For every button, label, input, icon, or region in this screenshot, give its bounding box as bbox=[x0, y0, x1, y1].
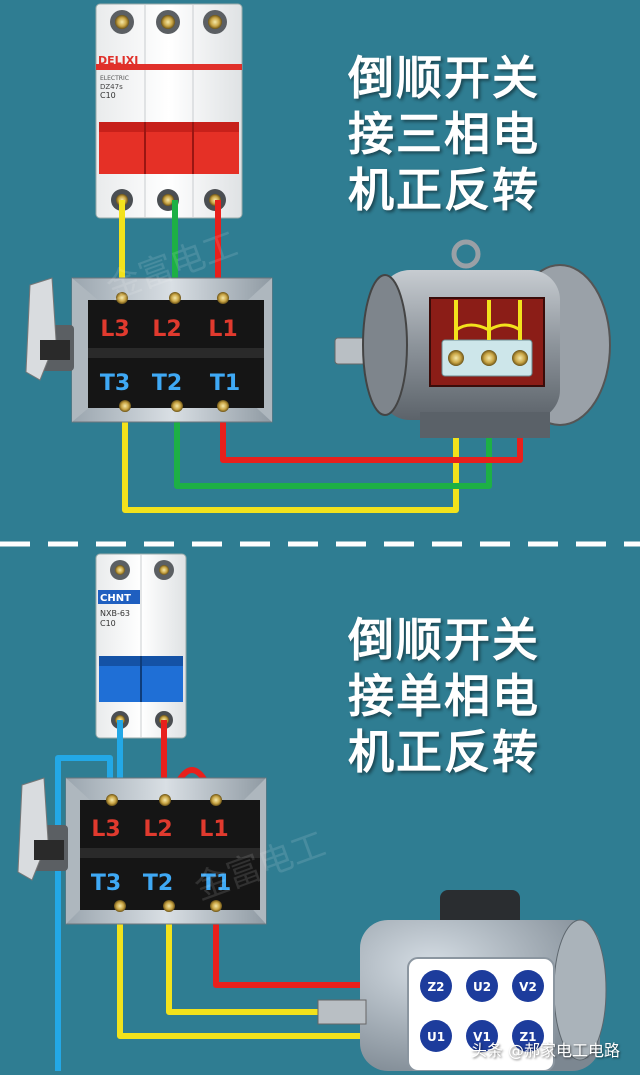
top-terminal-l2: L2 bbox=[152, 317, 181, 342]
bottom-terminal-l1: L1 bbox=[199, 817, 228, 842]
bottom-title-line-3: 机正反转 bbox=[348, 725, 540, 779]
motor-terminal-v2: V2 bbox=[519, 980, 537, 994]
top-section: DELIXI ELECTRIC DZ47s C10 bbox=[25, 3, 611, 513]
footer-credit: 头条 @郝家电工电路 bbox=[470, 1041, 620, 1060]
motor-terminal-z1: Z1 bbox=[519, 1030, 536, 1044]
top-breaker-brand: DELIXI bbox=[98, 54, 138, 67]
top-title-line-2: 接三相电 bbox=[348, 107, 540, 161]
top-title-line-1: 倒顺开关 bbox=[348, 51, 540, 105]
bottom-title: 倒顺开关 接单相电 机正反转 bbox=[348, 612, 540, 780]
top-title-line-3: 机正反转 bbox=[348, 163, 540, 217]
top-breaker-model: DZ47s bbox=[100, 83, 123, 91]
top-wire-yellow-out bbox=[122, 370, 459, 513]
bottom-title-line-2: 接单相电 bbox=[348, 669, 540, 723]
bottom-section: CHNT NXB-63 C10 L bbox=[17, 553, 607, 1072]
bottom-wire-yellow-out bbox=[117, 905, 430, 1039]
bottom-breaker-rating: C10 bbox=[100, 619, 116, 628]
top-reversing-switch: L3 L2 L1 T3 T2 T1 bbox=[25, 277, 273, 423]
bottom-terminal-l2: L2 bbox=[143, 817, 172, 842]
bottom-switch-handle[interactable] bbox=[17, 777, 68, 881]
top-terminal-t1: T1 bbox=[210, 371, 240, 396]
top-terminal-l3: L3 bbox=[100, 317, 129, 342]
top-breaker-sub: ELECTRIC bbox=[100, 75, 129, 82]
motor-terminal-u2: U2 bbox=[473, 980, 491, 994]
bottom-breaker-brand: CHNT bbox=[100, 593, 131, 604]
top-switch-handle[interactable] bbox=[25, 277, 74, 381]
top-title: 倒顺开关 接三相电 机正反转 bbox=[348, 50, 540, 218]
bottom-terminal-t1: T1 bbox=[201, 871, 231, 896]
bottom-terminal-l3: L3 bbox=[91, 817, 120, 842]
top-breaker-rating: C10 bbox=[100, 91, 116, 100]
bottom-single-phase-motor: Z2 U2 V2 U1 V1 Z1 bbox=[317, 890, 607, 1072]
bottom-title-line-1: 倒顺开关 bbox=[348, 613, 540, 667]
bottom-breaker-model: NXB-63 bbox=[100, 609, 130, 618]
bottom-breaker: CHNT NXB-63 C10 bbox=[95, 553, 187, 739]
bottom-wire-red-out bbox=[213, 905, 430, 988]
bottom-terminal-t3: T3 bbox=[91, 871, 121, 896]
top-three-phase-motor bbox=[334, 239, 611, 438]
motor-terminal-v1: V1 bbox=[473, 1030, 491, 1044]
bottom-terminal-t2: T2 bbox=[143, 871, 173, 896]
top-terminal-l1: L1 bbox=[208, 317, 237, 342]
motor-terminal-u1: U1 bbox=[427, 1030, 445, 1044]
top-terminal-t2: T2 bbox=[152, 371, 182, 396]
motor-terminal-z2: Z2 bbox=[427, 980, 444, 994]
top-terminal-t3: T3 bbox=[100, 371, 130, 396]
bottom-reversing-switch: L3 L2 L1 T3 T2 T1 bbox=[17, 777, 267, 925]
top-breaker: DELIXI ELECTRIC DZ47s C10 bbox=[95, 3, 243, 219]
